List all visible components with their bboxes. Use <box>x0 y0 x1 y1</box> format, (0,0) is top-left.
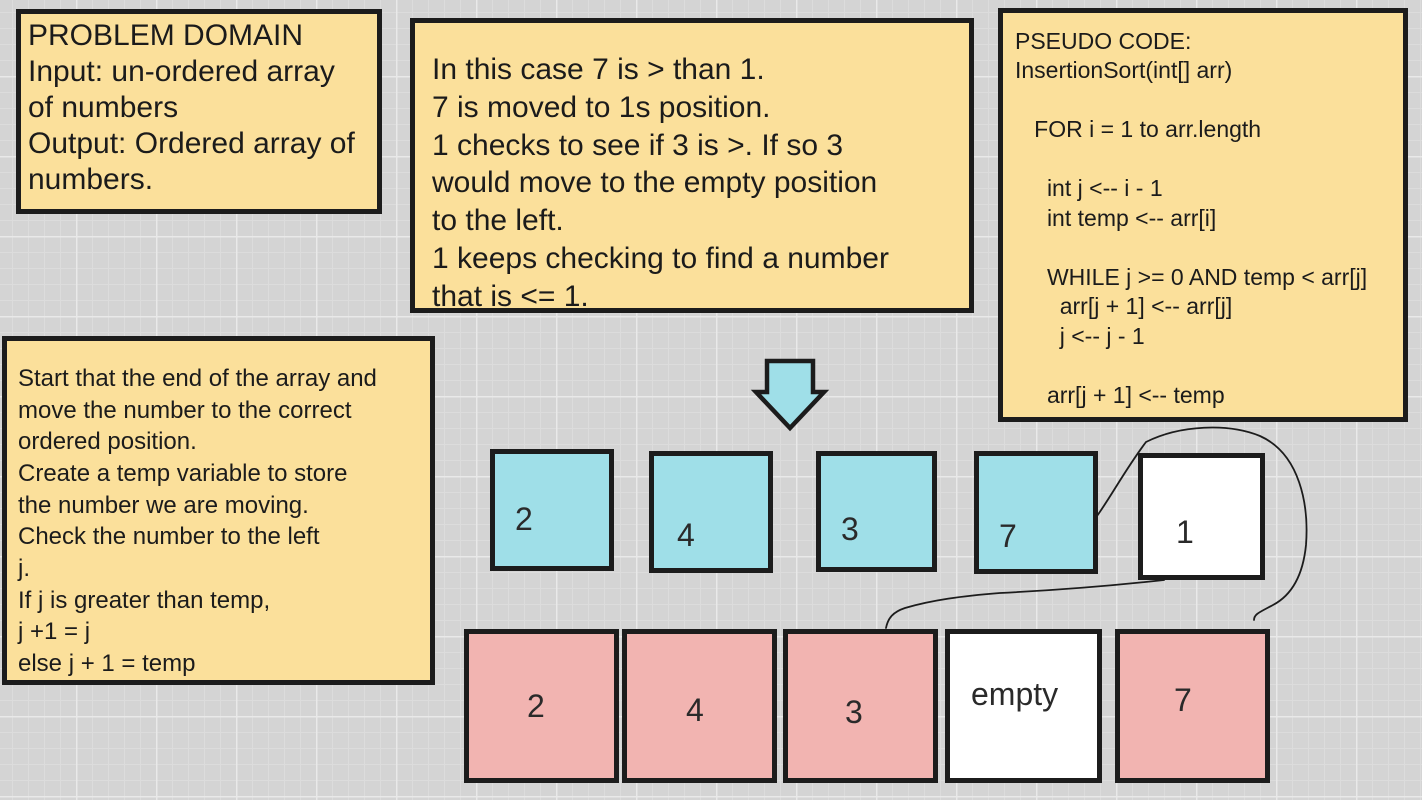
bottom-array-cell-3-value: empty <box>971 676 1059 712</box>
top-array-cell-1-value: 4 <box>677 517 695 553</box>
case-explanation-note: In this case 7 is > than 1. 7 is moved t… <box>410 18 974 313</box>
top-array-cell-2: 3 <box>816 451 937 572</box>
top-array-cell-3: 7 <box>974 451 1098 574</box>
problem-domain-note: PROBLEM DOMAIN Input: un-ordered array o… <box>16 9 382 214</box>
bottom-array-cell-3: empty <box>945 629 1102 783</box>
bottom-array-cell-1-value: 4 <box>686 692 704 728</box>
shift-three-line <box>885 579 1165 629</box>
bottom-array-cell-4: 7 <box>1115 629 1270 783</box>
top-array-cell-2-value: 3 <box>841 511 859 547</box>
algorithm-steps-note: Start that the end of the array and move… <box>2 336 435 685</box>
top-array-cell-0: 2 <box>490 449 614 571</box>
bottom-array-cell-2-value: 3 <box>845 694 863 730</box>
top-array-cell-4-value: 1 <box>1176 514 1194 550</box>
top-array-cell-0-value: 2 <box>515 501 533 537</box>
bottom-array-cell-1: 4 <box>622 629 777 783</box>
top-array-cell-1: 4 <box>649 451 773 573</box>
bottom-array-cell-0-value: 2 <box>527 688 545 724</box>
bottom-array-cell-0: 2 <box>464 629 619 783</box>
bottom-array-cell-2: 3 <box>783 629 938 783</box>
pseudo-code-note: PSEUDO CODE: InsertionSort(int[] arr) FO… <box>998 8 1408 422</box>
top-array-cell-3-value: 7 <box>999 518 1017 554</box>
bottom-array-cell-4-value: 7 <box>1174 682 1192 718</box>
top-array-cell-4: 1 <box>1138 453 1265 580</box>
